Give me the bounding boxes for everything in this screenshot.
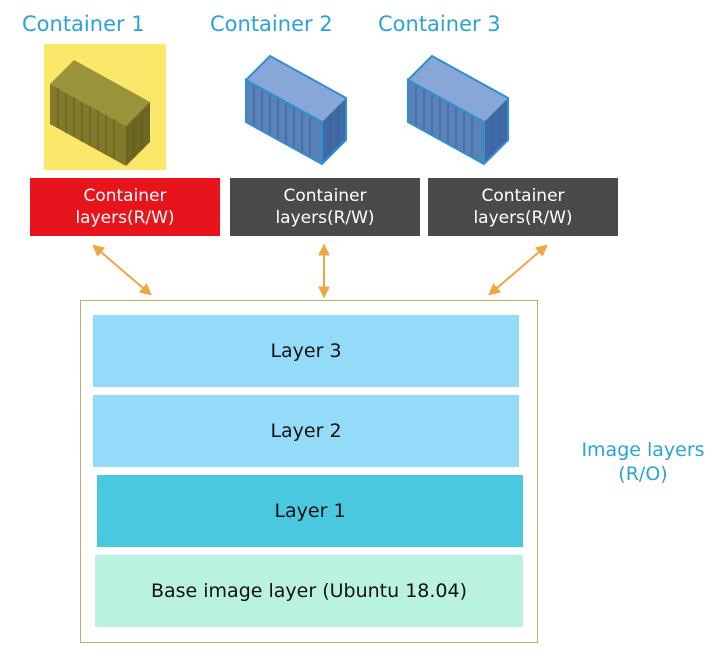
container-1-icon [44,44,166,170]
container-3-layer-line1: Container [481,186,565,206]
base-image-layer-label: Base image layer (Ubuntu 18.04) [150,580,468,602]
layer-1: Layer 1 [97,475,523,547]
layer-3: Layer 3 [93,315,519,387]
container-2-icon [245,54,347,166]
container-2-layer-line2: layers(R/W) [275,208,375,228]
layer-2-label: Layer 2 [270,420,342,442]
base-image-layer: Base image layer (Ubuntu 18.04) [95,555,523,627]
container-2-title: Container 2 [210,12,333,36]
layer-1-label: Layer 1 [274,500,346,522]
image-layers-box: Layer 3 Layer 2 Layer 1 Base image layer… [80,300,538,643]
image-layers-label-line1: Image layers [581,439,705,461]
container-1-title: Container 1 [22,12,145,36]
container-3-layer-line2: layers(R/W) [473,208,573,228]
container-1-layer-line1: Container [83,186,167,206]
image-layers-label-line2: (R/O) [618,463,668,485]
image-layers-label: Image layers (R/O) [568,438,718,486]
container-1-layer-box: Container layers(R/W) [30,178,220,236]
container-1-layer-line2: layers(R/W) [75,208,175,228]
container-2-layer-line1: Container [283,186,367,206]
layer-3-label: Layer 3 [270,340,342,362]
container-3-icon [407,54,509,166]
arrow-container-3 [488,244,548,296]
container-3-layer-box: Container layers(R/W) [428,178,618,236]
container-3-title: Container 3 [378,12,501,36]
layer-2: Layer 2 [93,395,519,467]
container-2-layer-box: Container layers(R/W) [230,178,420,236]
arrow-container-1 [92,244,152,296]
